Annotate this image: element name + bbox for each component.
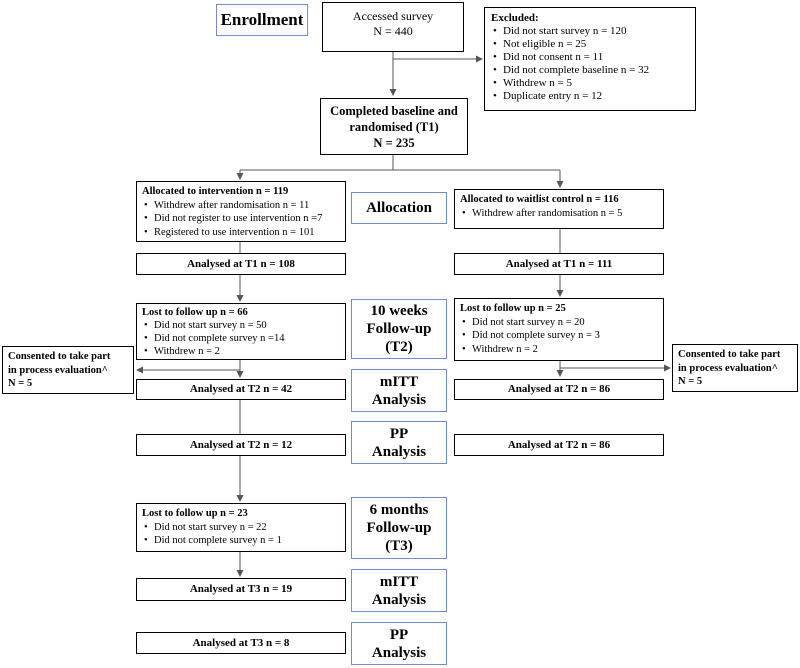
lost-item: •Did not start survey n = 20 <box>462 316 585 328</box>
stage-label-line: Analysis <box>371 443 427 460</box>
stage-followup-6-months: 6 months Follow-up (T3) <box>351 497 447 559</box>
control-lost-t2-box: Lost to follow up n = 25 •Did not start … <box>454 298 664 361</box>
intervention-lost-t2-title: Lost to follow up n = 66 <box>142 307 248 318</box>
stage-label-line: PP <box>389 626 409 643</box>
stage-label-line: mITT <box>379 373 419 390</box>
excluded-box: Excluded: •Did not start survey n = 120 … <box>484 7 696 111</box>
consented-line: N = 5 <box>8 378 33 389</box>
baseline-randomised-box: Completed baseline and randomised (T1) N… <box>320 98 468 155</box>
lost-item: •Did not complete survey n = 3 <box>462 330 600 341</box>
control-lost-t2-title: Lost to follow up n = 25 <box>460 303 566 314</box>
stage-label-line: Analysis <box>371 591 427 608</box>
stage-pp-analysis-t3: PP Analysis <box>351 622 447 665</box>
control-item: •Withdrew after randomisation n = 5 <box>462 207 623 219</box>
intervention-lost-t2-list: •Did not start survey n = 50 •Did not co… <box>142 319 340 358</box>
stage-enrollment-label: Enrollment <box>220 10 304 29</box>
intervention-pp-t3: Analysed at T3 n = 8 <box>136 632 346 654</box>
intervention-analysed-t1-label: Analysed at T1 n = 108 <box>187 257 295 270</box>
control-consented-box: Consented to take part in process evalua… <box>672 344 798 392</box>
stage-allocation: Allocation <box>351 192 447 224</box>
stage-label-line: Follow-up <box>366 321 432 337</box>
control-analysed-t1: Analysed at T1 n = 111 <box>454 253 664 275</box>
excluded-item: •Did not complete baseline n = 32 <box>493 64 650 76</box>
baseline-line: Completed baseline and <box>330 104 458 118</box>
control-pp-t2: Analysed at T2 n = 86 <box>454 434 664 456</box>
stage-label-line: Analysis <box>371 644 427 661</box>
lost-item: •Did not complete survey n = 1 <box>144 535 282 546</box>
intervention-pp-t3-label: Analysed at T3 n = 8 <box>192 636 290 649</box>
control-title: Allocated to waitlist control n = 116 <box>460 194 619 205</box>
intervention-pp-t2-label: Analysed at T2 n = 12 <box>189 438 293 451</box>
stage-pp-analysis-t2: PP Analysis <box>351 421 447 464</box>
intervention-mitt-t2: Analysed at T2 n = 42 <box>136 379 346 400</box>
consented-line: Consented to take part <box>8 351 111 362</box>
intervention-lost-t2-box: Lost to follow up n = 66 •Did not start … <box>136 303 346 360</box>
intervention-item: •Did not register to use intervention n … <box>144 213 323 224</box>
lost-item: •Did not start survey n = 22 <box>144 521 267 533</box>
stage-label-line: (T3) <box>385 538 413 554</box>
intervention-item: •Withdrew after randomisation n = 11 <box>144 199 310 211</box>
accessed-survey-label: Accessed survey <box>352 9 434 23</box>
consented-line: Consented to take part <box>678 349 781 360</box>
lost-item: •Withdrew n = 2 <box>144 346 220 357</box>
stage-label-line: Follow-up <box>366 520 432 536</box>
lost-item: •Did not start survey n = 50 <box>144 320 267 331</box>
stage-label-line: 6 months <box>369 502 429 518</box>
stage-allocation-label: Allocation <box>366 200 432 216</box>
intervention-title: Allocated to intervention n = 119 <box>142 186 289 197</box>
consented-line: N = 5 <box>678 376 703 387</box>
consented-line: in process evaluation^ <box>678 362 778 374</box>
intervention-lost-t3-box: Lost to follow up n = 23 •Did not start … <box>136 503 346 552</box>
control-analysed-t1-label: Analysed at T1 n = 111 <box>505 257 613 270</box>
baseline-line: randomised (T1) <box>349 120 439 134</box>
lost-item: •Withdrew n = 2 <box>462 343 538 355</box>
intervention-allocation-box: Allocated to intervention n = 119 •Withd… <box>136 181 346 242</box>
lost-item: •Did not complete survey n =14 <box>144 333 285 344</box>
accessed-survey-count: N = 440 <box>373 24 413 38</box>
intervention-consented-box: Consented to take part in process evalua… <box>2 346 134 394</box>
intervention-lost-t3-list: •Did not start survey n = 22 •Did not co… <box>142 521 340 548</box>
excluded-item: •Did not consent n = 11 <box>493 51 604 63</box>
stage-label-line: 10 weeks <box>370 303 428 319</box>
control-pp-t2-label: Analysed at T2 n = 86 <box>507 438 611 451</box>
stage-mitt-analysis-t2: mITT Analysis <box>351 369 447 412</box>
accessed-survey-box: Accessed survey N = 440 <box>322 2 464 52</box>
stage-label-line: PP <box>389 425 409 442</box>
intervention-item: •Registered to use intervention n = 101 <box>144 226 315 238</box>
stage-label-line: Analysis <box>371 391 427 408</box>
excluded-title: Excluded: <box>491 12 539 24</box>
control-list: •Withdrew after randomisation n = 5 <box>460 207 658 221</box>
intervention-lost-t3-title: Lost to follow up n = 23 <box>142 508 248 519</box>
control-allocation-box: Allocated to waitlist control n = 116 •W… <box>454 189 664 229</box>
intervention-mitt-t2-label: Analysed at T2 n = 42 <box>189 383 293 395</box>
intervention-mitt-t3: Analysed at T3 n = 19 <box>136 578 346 601</box>
baseline-count: N = 235 <box>373 136 415 150</box>
intervention-list: •Withdrew after randomisation n = 11 •Di… <box>142 199 340 240</box>
control-mitt-t2-label: Analysed at T2 n = 86 <box>507 383 611 395</box>
intervention-mitt-t3-label: Analysed at T3 n = 19 <box>189 583 293 595</box>
excluded-item: •Duplicate entry n = 12 <box>493 90 603 102</box>
stage-label-line: (T2) <box>385 339 413 355</box>
stage-label-line: mITT <box>379 573 419 590</box>
excluded-item: •Did not start survey n = 120 <box>493 25 627 37</box>
excluded-item: •Withdrew n = 5 <box>493 77 572 89</box>
consented-line: in process evaluation^ <box>8 364 108 376</box>
stage-enrollment: Enrollment <box>216 4 308 36</box>
control-mitt-t2: Analysed at T2 n = 86 <box>454 379 664 400</box>
intervention-analysed-t1: Analysed at T1 n = 108 <box>136 253 346 275</box>
excluded-list: •Did not start survey n = 120 •Not eligi… <box>491 25 689 103</box>
excluded-item: •Not eligible n = 25 <box>493 38 587 50</box>
stage-mitt-analysis-t3: mITT Analysis <box>351 569 447 612</box>
control-lost-t2-list: •Did not start survey n = 20 •Did not co… <box>460 316 658 357</box>
stage-followup-10-weeks: 10 weeks Follow-up (T2) <box>351 299 447 359</box>
intervention-pp-t2: Analysed at T2 n = 12 <box>136 434 346 456</box>
